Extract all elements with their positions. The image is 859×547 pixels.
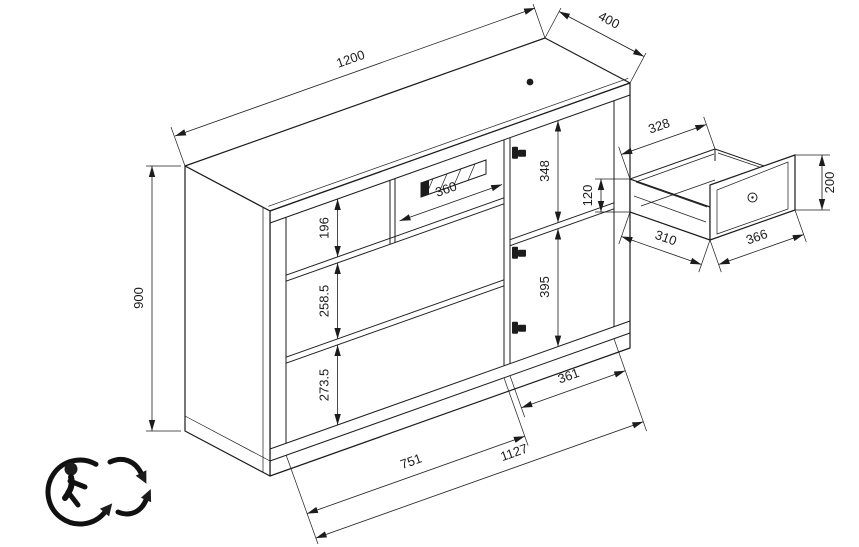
dim-drawer-front-width: 366: [744, 226, 769, 247]
drawer-box-lines: [629, 148, 791, 223]
cabinet-drawing: 900 1200 400 196 258.5 273.5 360 348: [131, 3, 647, 545]
dim-cabinet-width: 1200: [334, 47, 366, 71]
dim-cabinet-height: 900: [131, 287, 146, 309]
cabinet-panel-lines: [184, 77, 629, 473]
drawer-front-frame: [716, 161, 789, 235]
dim-right-gap-top: 348: [537, 160, 552, 182]
drawer-dimensions: 328 120 310 366 200: [580, 115, 837, 273]
triman-recycling-icon: [45, 457, 152, 527]
dim-right-gap-bottom: 395: [537, 276, 552, 298]
dim-right-inner-width: 361: [556, 365, 581, 386]
dim-drawer-box-height: 120: [580, 185, 595, 207]
dim-left-gap-middle: 258.5: [317, 285, 332, 318]
dim-cubby-width: 360: [433, 178, 458, 199]
dim-drawer-depth: 310: [653, 227, 678, 248]
dim-left-gap-top: 196: [317, 217, 332, 239]
dim-cabinet-depth: 400: [596, 8, 622, 31]
drawer-drawing: 328 120 310 366 200: [580, 115, 837, 273]
drawer-knob-icon: [747, 192, 758, 203]
dim-left-gap-bottom: 273.5: [317, 369, 332, 402]
cabinet-left-side-face: [184, 165, 271, 477]
dim-drawer-front-height: 200: [822, 172, 837, 194]
dim-drawer-back-width: 328: [646, 115, 671, 136]
dim-left-inner-width: 751: [398, 451, 423, 472]
